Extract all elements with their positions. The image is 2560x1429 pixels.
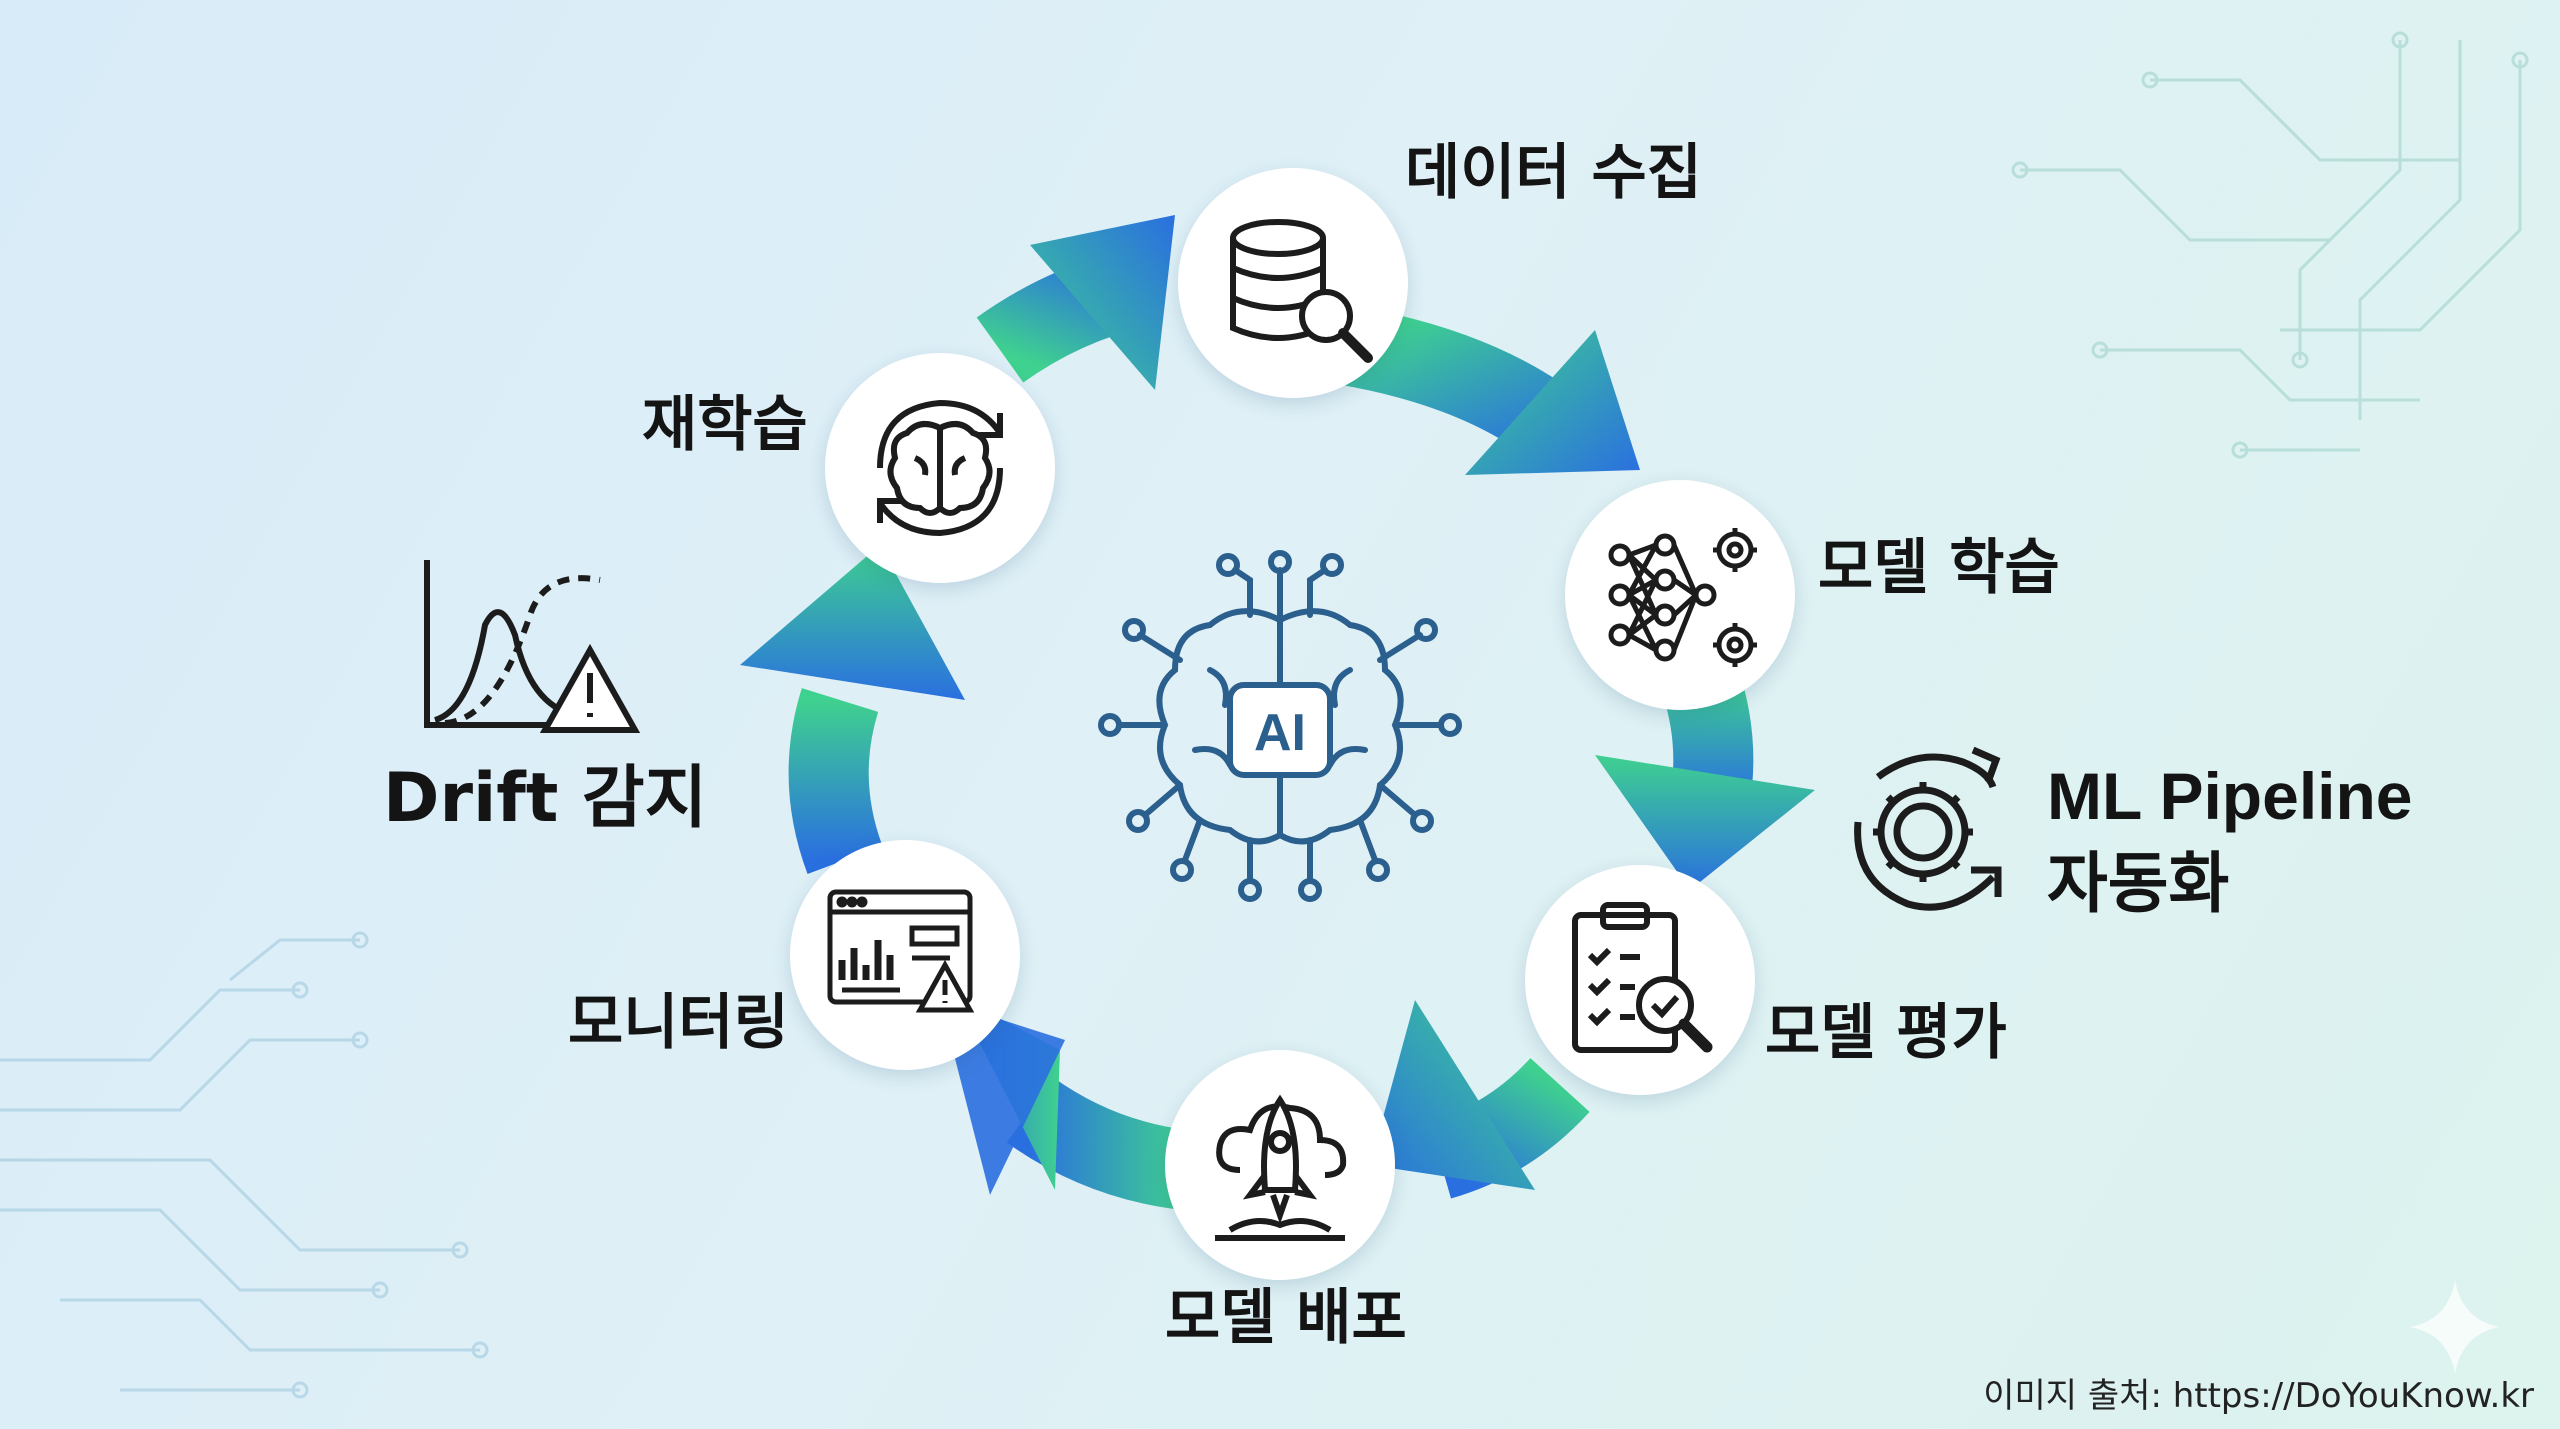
node-model-deployment [1165,1050,1395,1280]
brain-cycle-icon [877,399,1003,537]
node-retraining [825,353,1055,583]
database-search-icon [1230,219,1373,363]
label-monitoring: 모니터링 [568,988,789,1058]
label-model-training: 모델 학습 [1818,533,2060,603]
node-model-training [1565,480,1795,710]
distribution-warning-icon [424,560,641,733]
dashboard-warning-icon [827,889,975,1013]
node-data-collection [1178,168,1408,398]
label-model-deployment: 모델 배포 [1165,1283,1407,1353]
gear-cycle-icon [1854,746,2002,911]
clipboard-checklist-icon [1572,902,1713,1053]
image-credit: 이미지 출처: https://DoYouKnow.kr [1983,1376,2534,1416]
label-data-collection: 데이터 수집 [1405,138,1702,208]
label-retraining: 재학습 [642,390,808,460]
center-ai-brain: AI [1090,540,1470,920]
rocket-cloud-icon [1215,1094,1347,1241]
ai-brain-circuit-icon: AI [1098,550,1462,902]
node-model-evaluation [1525,865,1755,1095]
node-monitoring [790,840,1020,1070]
label-pipeline-line1: ML Pipeline [2047,759,2413,833]
label-pipeline-line2: 자동화 [2047,845,2230,922]
label-model-evaluation: 모델 평가 [1765,998,2007,1068]
neural-network-gear-icon [1608,528,1757,667]
label-drift-detection: Drift 감지 [383,759,708,838]
center-ai-text: AI [1254,704,1306,762]
